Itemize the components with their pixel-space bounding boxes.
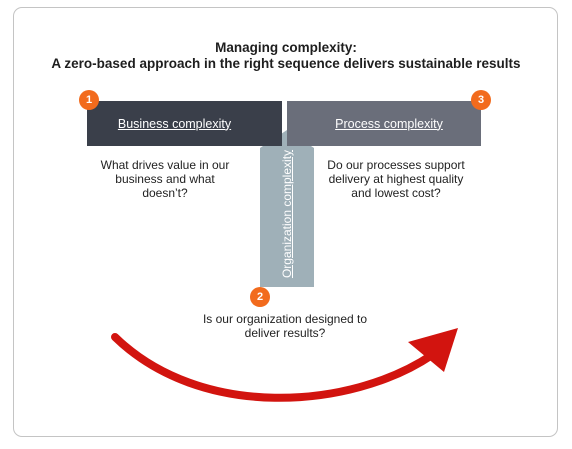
business-question: What drives value in our business and wh… [100,158,230,200]
step-badge-2: 2 [250,287,270,307]
sweep-arrow-curve [111,333,436,402]
process-complexity-label: Process complexity [335,116,443,131]
organization-arrow [260,130,314,287]
sweep-arrow-head [408,328,458,372]
organization-question: Is our organization designed to deliver … [202,312,368,340]
diagram-subtitle: A zero-based approach in the right seque… [51,56,521,71]
step-badge-3: 3 [471,90,491,110]
business-complexity-label: Business complexity [117,116,232,131]
step-badge-1: 1 [79,90,99,110]
organization-complexity-label: Organization complexity [280,149,294,279]
process-complexity-box: Process complexity [287,101,481,146]
diagram-title: Managing complexity: [215,40,357,55]
process-question: Do our processes support delivery at hig… [327,158,465,200]
business-complexity-box: Business complexity [87,101,282,146]
